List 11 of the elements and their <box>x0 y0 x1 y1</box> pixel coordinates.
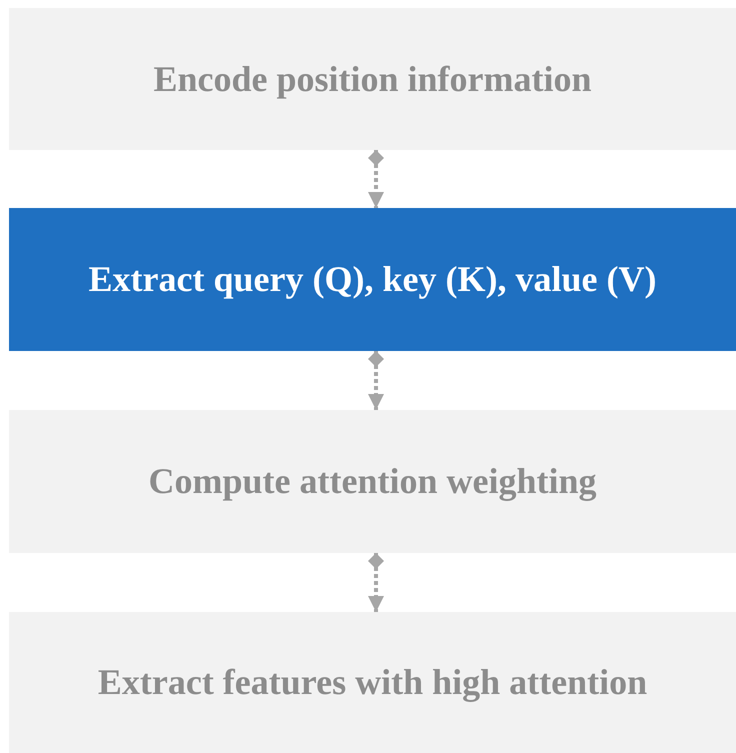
highlighted-step-box <box>9 208 736 351</box>
step-box <box>9 612 736 753</box>
step-label: Compute attention weighting <box>148 460 596 504</box>
step-label: Extract features with high attention <box>98 661 648 704</box>
dotted-arrow <box>368 150 384 208</box>
step-label: Encode position information <box>153 58 592 101</box>
step-box <box>9 410 736 553</box>
step-label: Extract query (Q), key (K), value (V) <box>88 258 656 302</box>
dotted-arrow <box>368 351 384 410</box>
dotted-arrow <box>368 553 384 612</box>
step-box <box>9 8 736 150</box>
